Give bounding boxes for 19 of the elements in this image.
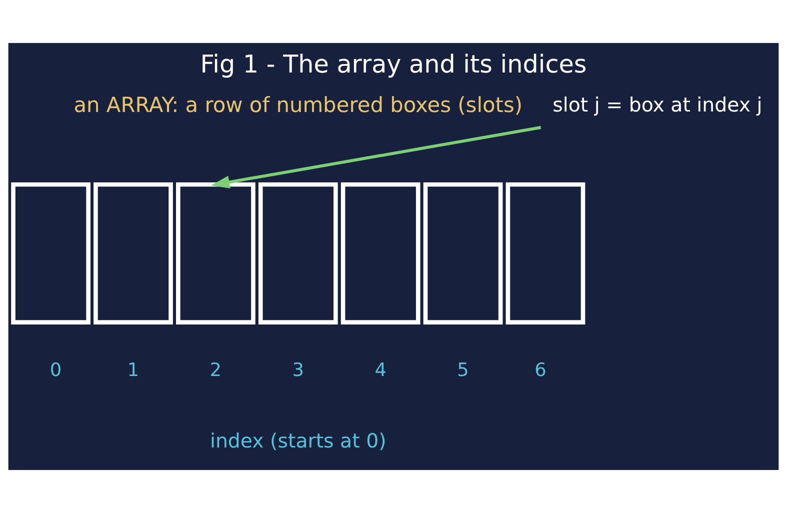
node-box [94, 182, 173, 324]
node-box [11, 182, 90, 324]
node-box [423, 182, 503, 324]
label: index (starts at 0) [210, 429, 386, 452]
node-box [258, 182, 338, 324]
node-label: 1 [127, 359, 140, 380]
node-text: slot j = box at index j [552, 93, 762, 116]
node-label: 2 [210, 359, 222, 380]
label: an ARRAY: a row of numbered boxes (slots) [74, 92, 523, 117]
node-label: 5 [457, 359, 469, 380]
arrow [211, 125, 542, 188]
diagram-title: Fig 1 - The array and its indices [200, 49, 587, 78]
node-box [176, 182, 256, 324]
node-label: 4 [374, 359, 386, 380]
node-label: 3 [292, 359, 304, 380]
node-box [340, 182, 420, 324]
node-label: 6 [534, 359, 546, 380]
node-label: 0 [50, 359, 62, 380]
node-box [506, 182, 586, 324]
